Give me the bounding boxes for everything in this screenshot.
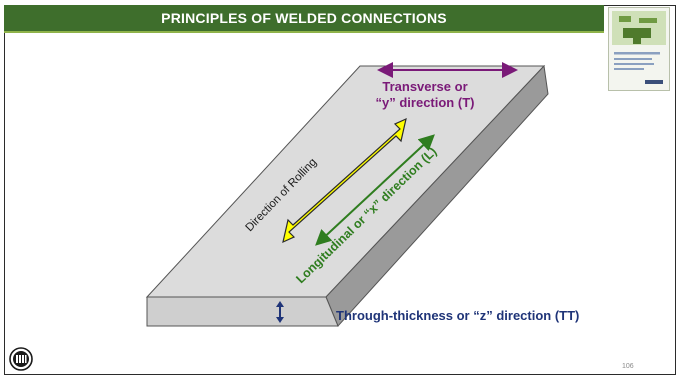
aisc-logo-icon	[9, 347, 33, 371]
page-number: 106	[622, 363, 634, 370]
transverse-label-line1: Transverse or	[382, 79, 467, 94]
transverse-label-line2: “y” direction (T)	[376, 95, 475, 110]
book-cover-graphic	[612, 11, 666, 84]
book-cover-thumbnail	[608, 7, 670, 91]
plate-front-face	[146, 296, 339, 327]
slide-title: PRINCIPLES OF WELDED CONNECTIONS	[161, 10, 447, 26]
title-bar: PRINCIPLES OF WELDED CONNECTIONS	[4, 5, 604, 33]
through-thickness-arrow-icon	[276, 301, 284, 323]
longitudinal-arrow-icon	[315, 134, 435, 246]
through-thickness-label: Through-thickness or “z” direction (TT)	[336, 308, 579, 323]
